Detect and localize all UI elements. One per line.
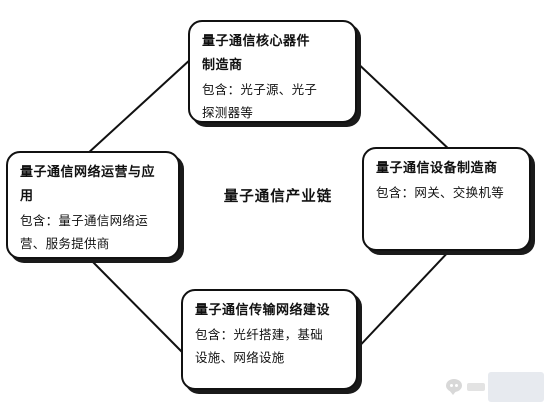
node-operation-desc-1: 包含：量子通信网络运 bbox=[20, 213, 149, 228]
node-transmission-desc-2: 设施、网络设施 bbox=[195, 350, 285, 365]
watermark-logo bbox=[488, 372, 544, 402]
node-operation-desc-2: 营、服务提供商 bbox=[20, 236, 110, 251]
node-equipment-desc-1: 包含：网关、交换机等 bbox=[376, 185, 505, 200]
connector-operation-to-core bbox=[85, 57, 193, 156]
node-equipment-title-1: 量子通信设备制造商 bbox=[376, 161, 498, 176]
node-core-devices-title-2: 制造商 bbox=[202, 58, 243, 73]
node-core-devices-desc-1: 包含：光子源、光子 bbox=[202, 82, 318, 97]
connector-equipment-to-transmission bbox=[351, 247, 453, 355]
node-operation: 量子通信网络运营与应 用 包含：量子通信网络运 营、服务提供商 bbox=[6, 151, 180, 259]
connector-core-to-equipment bbox=[351, 57, 453, 153]
diagram-center-title: 量子通信产业链 bbox=[223, 189, 333, 205]
node-transmission: 量子通信传输网络建设 包含：光纤搭建，基础 设施、网络设施 bbox=[181, 289, 358, 390]
watermark-account-mark bbox=[467, 383, 485, 391]
node-transmission-title-1: 量子通信传输网络建设 bbox=[195, 303, 331, 318]
node-transmission-desc-1: 包含：光纤搭建，基础 bbox=[195, 327, 324, 342]
connector-transmission-to-operation bbox=[85, 254, 185, 355]
node-core-devices-desc-2: 探测器等 bbox=[202, 105, 254, 120]
chat-bubble-icon bbox=[446, 379, 462, 392]
node-operation-title-2: 用 bbox=[20, 189, 34, 204]
watermark bbox=[446, 371, 544, 405]
node-operation-title-1: 量子通信网络运营与应 bbox=[20, 165, 156, 180]
node-core-devices-title-1: 量子通信核心器件 bbox=[202, 34, 311, 49]
node-core-devices: 量子通信核心器件 制造商 包含：光子源、光子 探测器等 bbox=[188, 20, 357, 123]
node-equipment: 量子通信设备制造商 包含：网关、交换机等 bbox=[362, 147, 531, 251]
